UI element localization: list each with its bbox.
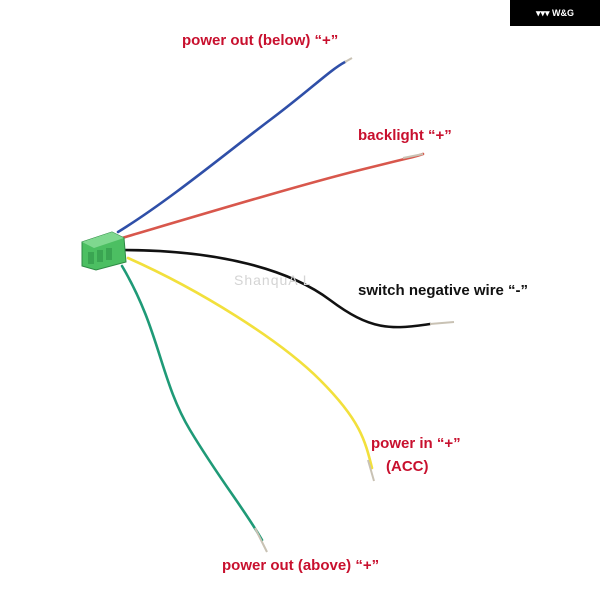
wire-green-stripped-end bbox=[254, 527, 268, 553]
wire-black bbox=[120, 248, 432, 329]
label-acc: (ACC) bbox=[386, 458, 429, 475]
wire-blue-stripped-end bbox=[344, 57, 353, 63]
label-power-out-above: power out (above) “+” bbox=[222, 557, 380, 574]
logo-text: W&G bbox=[552, 8, 575, 18]
wire-blue bbox=[116, 60, 347, 234]
connector-slot bbox=[106, 248, 112, 260]
wire-red-stripped-end bbox=[402, 153, 424, 159]
wire-yellow bbox=[126, 256, 374, 470]
wires-group bbox=[116, 57, 455, 553]
connector-slot bbox=[97, 250, 103, 262]
label-backlight: backlight “+” bbox=[358, 127, 452, 144]
label-switch-negative: switch negative wire “-” bbox=[358, 282, 529, 299]
label-power-out-below: power out (below) “+” bbox=[182, 32, 339, 49]
wire-red bbox=[120, 152, 425, 240]
watermark-text: ShanquA L bbox=[234, 272, 312, 288]
connector-slot bbox=[88, 252, 94, 264]
connector bbox=[81, 231, 127, 271]
brand-logo: ▾▾▾ W&G bbox=[510, 0, 600, 26]
label-power-in: power in “+” bbox=[371, 435, 461, 452]
wire-green bbox=[120, 264, 264, 542]
connector-top-face bbox=[82, 232, 124, 248]
logo-mark-icon: ▾▾▾ bbox=[535, 8, 553, 18]
wire-yellow-stripped-end bbox=[367, 459, 375, 482]
wire-black-stripped-end bbox=[429, 321, 455, 325]
